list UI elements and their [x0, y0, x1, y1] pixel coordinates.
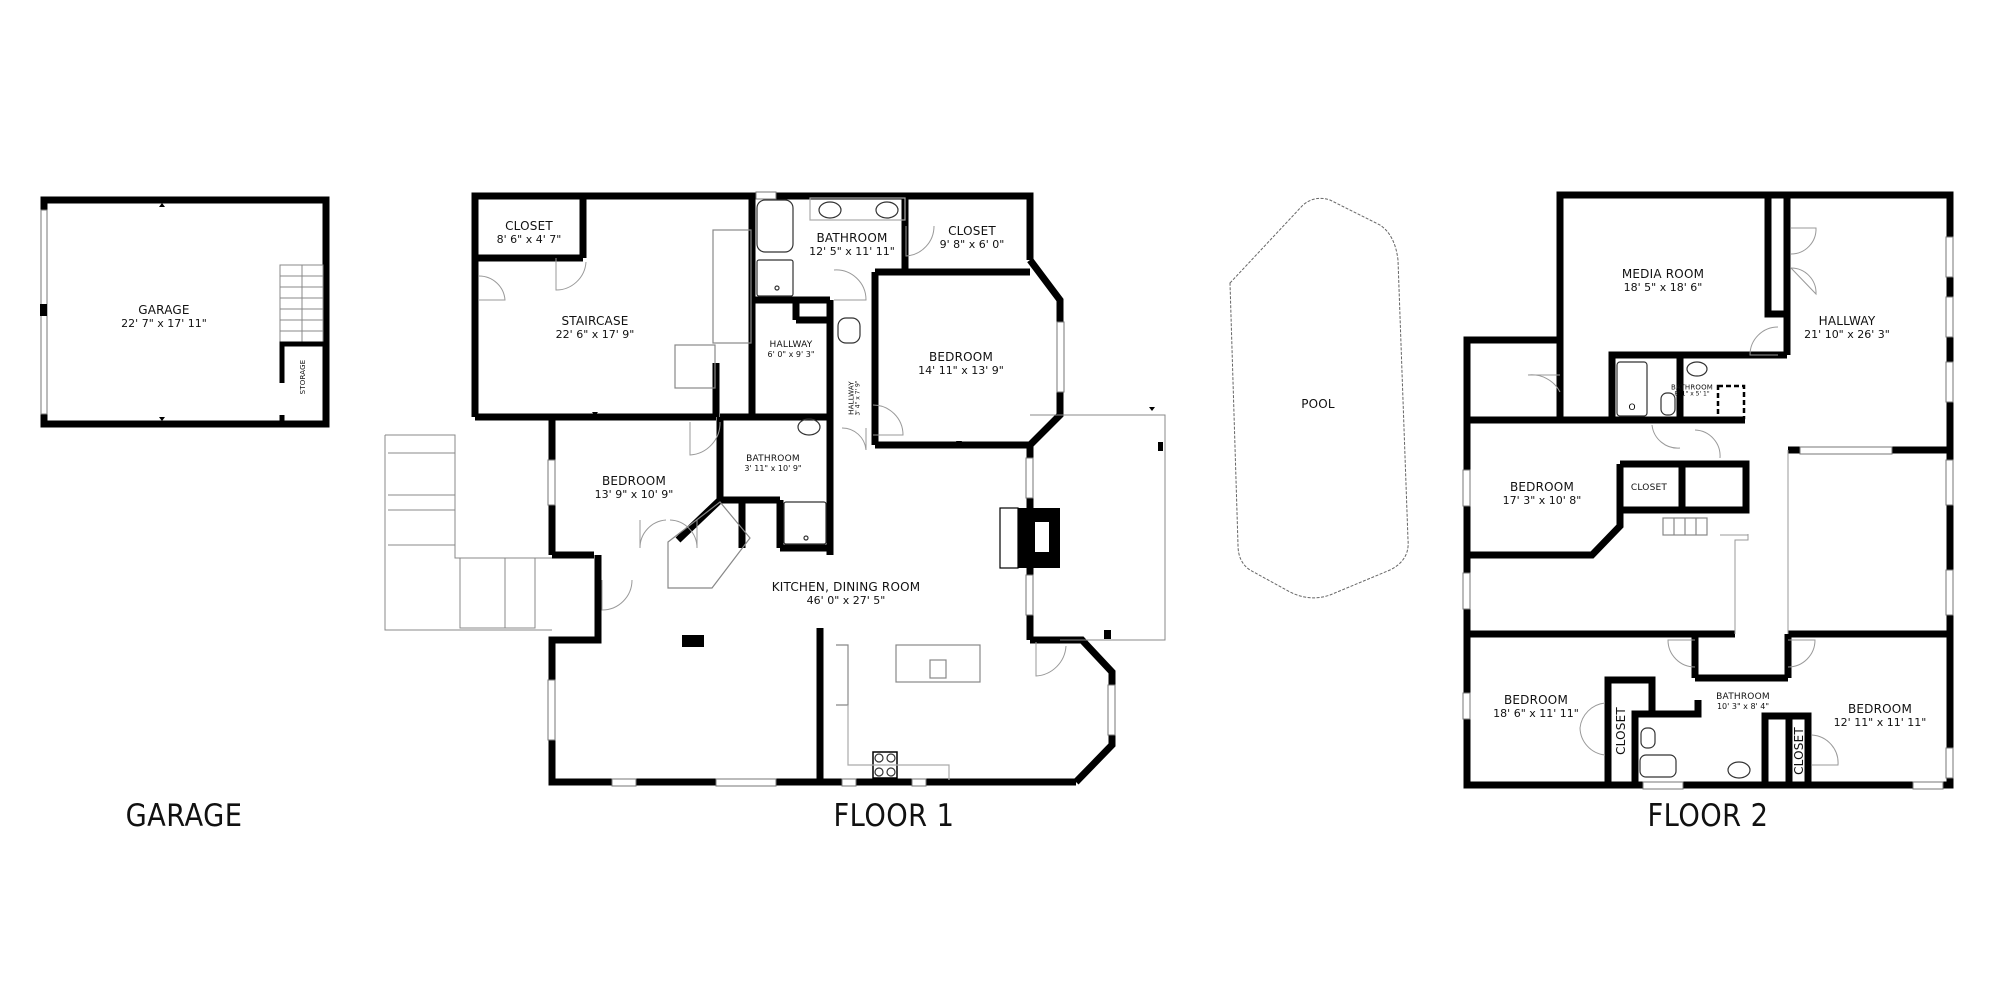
- room-dims: 6' 0" x 9' 3": [767, 350, 815, 360]
- room-label-bedroom-f2-3: BEDROOM 12' 11" x 11' 11": [1833, 701, 1927, 729]
- room-dims: 12' 11" x 11' 11": [1833, 715, 1927, 729]
- room-name: BATHROOM: [1670, 383, 1714, 392]
- room-label-staircase: STAIRCASE 22' 6" x 17' 9": [555, 313, 635, 341]
- room-dims: 22' 7" x 17' 11": [121, 316, 207, 330]
- room-label-bedroom-f2-2: BEDROOM 18' 6" x 11' 11": [1493, 692, 1579, 720]
- garage-stairs-icon: [279, 264, 324, 343]
- pool-outline: [1229, 197, 1409, 599]
- room-name: GARAGE: [138, 302, 190, 317]
- room-name: BATHROOM: [746, 454, 800, 465]
- title-text: FLOOR 2: [1647, 798, 1769, 834]
- room-label-media-room: MEDIA ROOM 18' 5" x 18' 6": [1621, 266, 1705, 294]
- room-label-hallway-f2: HALLWAY 21' 10" x 26' 3": [1804, 313, 1890, 341]
- room-name: BEDROOM: [1847, 701, 1913, 716]
- room-dims: 8' 1" x 5' 1": [1674, 390, 1710, 398]
- room-label-closet-1: CLOSET 8' 6" x 4' 7": [496, 218, 562, 246]
- room-dims: 10' 3" x 8' 4": [1716, 702, 1770, 712]
- floor2-thin-lines: [1720, 450, 1789, 634]
- room-name: STORAGE: [298, 359, 307, 395]
- room-name: STAIRCASE: [561, 313, 629, 328]
- storage-walls: [279, 341, 326, 424]
- room-name: CLOSET: [505, 218, 553, 233]
- room-label-bathroom-f2-large: BATHROOM 10' 3" x 8' 4": [1716, 692, 1770, 712]
- room-dims: 18' 6" x 11' 11": [1493, 706, 1579, 720]
- room-dims: 13' 9" x 10' 9": [594, 487, 674, 501]
- room-label-bedroom-1: BEDROOM 14' 11" x 13' 9": [918, 349, 1004, 377]
- dashed-fixture: [1716, 384, 1746, 420]
- room-dims: 14' 11" x 13' 9": [918, 363, 1004, 377]
- room-label-hallway-1: HALLWAY 6' 0" x 9' 3": [767, 340, 814, 360]
- section-title-floor2: FLOOR 2: [1639, 798, 1776, 834]
- room-label-bedroom-2: BEDROOM 13' 9" x 10' 9": [594, 473, 674, 501]
- title-text: GARAGE: [125, 798, 243, 834]
- room-label-bathroom-2: BATHROOM 3' 11" x 10' 9": [744, 454, 801, 474]
- room-label-pool: POOL: [1301, 397, 1335, 412]
- floor1-deck: [384, 414, 1166, 641]
- room-name: BEDROOM: [601, 473, 667, 488]
- floor2-doors: [1527, 227, 1839, 766]
- room-name: POOL: [1301, 397, 1335, 412]
- room-dims: 17' 3" x 10' 8": [1502, 493, 1582, 507]
- floor2-walls: [1463, 191, 1954, 789]
- room-label-bedroom-f2-1: BEDROOM 17' 3" x 10' 8": [1502, 479, 1582, 507]
- room-name: MEDIA ROOM: [1621, 266, 1705, 281]
- room-dims: 8' 6" x 4' 7": [496, 232, 562, 246]
- room-label-closet-f2-1: CLOSET: [1631, 483, 1667, 493]
- room-dims: 22' 6" x 17' 9": [555, 327, 635, 341]
- room-dims: 12' 5" x 11' 11": [809, 244, 895, 258]
- room-dims: 21' 10" x 26' 3": [1804, 327, 1890, 341]
- title-text: FLOOR 1: [833, 798, 955, 834]
- garage-door: [40, 209, 48, 415]
- dimension-markers: [159, 203, 1155, 445]
- room-name: CLOSET: [1630, 482, 1668, 493]
- room-label-closet-f2-2: CLOSET: [1614, 707, 1629, 755]
- section-title-garage: GARAGE: [118, 798, 251, 834]
- room-label-closet-2: CLOSET 9' 8" x 6' 0": [939, 223, 1005, 251]
- svg-text:O: O: [1628, 403, 1635, 413]
- floor2-windows: [1462, 236, 1954, 790]
- room-name: KITCHEN, DINING ROOM: [771, 579, 921, 594]
- room-dims: 3' 11" x 10' 9": [744, 464, 802, 474]
- room-name: BEDROOM: [928, 349, 994, 364]
- room-dims: 46' 0" x 27' 5": [806, 593, 886, 607]
- room-name: BEDROOM: [1503, 692, 1569, 707]
- floor1-windows: [547, 191, 1116, 787]
- room-name: HALLWAY: [769, 340, 813, 351]
- room-label-storage: STORAGE: [299, 360, 307, 395]
- room-name: CLOSET: [948, 223, 996, 238]
- floor1-fixtures: [667, 197, 1019, 780]
- room-name: BATHROOM: [816, 230, 888, 245]
- room-name: HALLWAY: [1818, 313, 1876, 328]
- room-label-hallway-2: HALLWAY 3' 4" x 7' 9": [848, 380, 863, 415]
- room-dims: 3' 4" x 7' 9": [854, 380, 862, 416]
- room-label-bathroom-f2-small: BATHROOM 8' 1" x 5' 1": [1671, 384, 1713, 399]
- room-name: BATHROOM: [1716, 692, 1770, 703]
- room-name: CLOSET: [1792, 727, 1807, 775]
- floor2-fixtures: O: [1616, 361, 1751, 779]
- room-label-garage: GARAGE 22' 7" x 17' 11": [121, 302, 207, 330]
- column: [682, 635, 704, 647]
- room-name: CLOSET: [1614, 707, 1629, 755]
- room-dims: 18' 5" x 18' 6": [1623, 280, 1703, 294]
- floor1-doors: [478, 225, 1067, 677]
- section-title-floor1: FLOOR 1: [825, 798, 962, 834]
- room-label-kitchen-dining: KITCHEN, DINING ROOM 46' 0" x 27' 5": [771, 579, 921, 607]
- room-dims: 9' 8" x 6' 0": [939, 237, 1005, 251]
- room-label-closet-f2-3: CLOSET: [1792, 727, 1807, 775]
- room-name: BEDROOM: [1509, 479, 1575, 494]
- room-label-bathroom-main: BATHROOM 12' 5" x 11' 11": [809, 230, 895, 258]
